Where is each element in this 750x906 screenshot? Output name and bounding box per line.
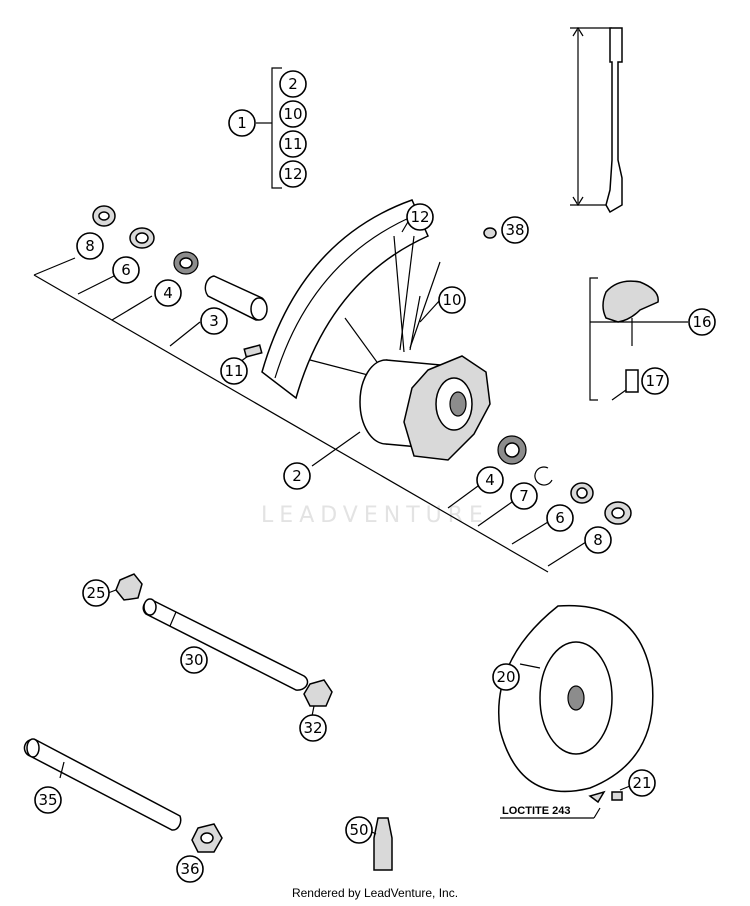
callout-4: 4 <box>154 279 182 307</box>
callout-25: 25 <box>82 579 110 607</box>
callout-20: 20 <box>492 663 520 691</box>
svg-text:25: 25 <box>86 584 105 602</box>
callout-12: 12 <box>279 160 307 188</box>
callout-2-hub: 2 <box>283 462 311 490</box>
callout-10: 10 <box>279 100 307 128</box>
svg-text:10: 10 <box>442 291 461 309</box>
callout-10-wheel: 10 <box>438 286 466 314</box>
callout-4-right: 4 <box>476 466 504 494</box>
leader-lines <box>33 214 627 573</box>
svg-text:3: 3 <box>209 312 219 330</box>
svg-text:10: 10 <box>283 105 302 123</box>
rim-lock-box <box>589 277 688 401</box>
callout-21: 21 <box>628 769 656 797</box>
callout-35: 35 <box>34 786 62 814</box>
callout-16: 16 <box>688 308 716 336</box>
axle-30-group <box>107 573 333 717</box>
callout-30: 30 <box>180 646 208 674</box>
callout-8-right: 8 <box>584 526 612 554</box>
callout-36: 36 <box>176 855 204 883</box>
svg-text:38: 38 <box>505 221 524 239</box>
svg-text:2: 2 <box>292 467 302 485</box>
loctite-label: LOCTITE 243 <box>502 805 570 817</box>
callout-50: 50 <box>345 816 373 844</box>
kit-bracket <box>256 67 282 189</box>
svg-text:8: 8 <box>593 531 603 549</box>
svg-text:11: 11 <box>224 362 243 380</box>
svg-text:36: 36 <box>180 860 199 878</box>
callout-8: 8 <box>76 232 104 260</box>
spoke-illustration <box>570 26 623 214</box>
svg-text:50: 50 <box>349 821 368 839</box>
brake-disc <box>498 604 654 819</box>
callout-11: 11 <box>279 130 307 158</box>
svg-text:6: 6 <box>121 261 131 279</box>
svg-text:30: 30 <box>184 651 203 669</box>
svg-text:16: 16 <box>692 313 711 331</box>
callout-1: 1 <box>228 109 256 137</box>
svg-text:6: 6 <box>555 509 565 527</box>
svg-text:4: 4 <box>485 471 495 489</box>
callout-6: 6 <box>112 256 140 284</box>
svg-text:35: 35 <box>38 791 57 809</box>
svg-text:4: 4 <box>163 284 173 302</box>
right-wheel-parts <box>497 435 632 525</box>
svg-text:20: 20 <box>496 668 515 686</box>
svg-text:12: 12 <box>283 165 302 183</box>
footer-credit: Rendered by LeadVenture, Inc. <box>291 886 459 900</box>
callout-3: 3 <box>200 307 228 335</box>
svg-text:32: 32 <box>303 719 322 737</box>
svg-text:21: 21 <box>632 774 651 792</box>
callout-12-wheel: 12 <box>406 203 434 231</box>
watermark: LEADVENTURE <box>261 503 489 528</box>
svg-text:17: 17 <box>645 372 664 390</box>
callout-2: 2 <box>279 70 307 98</box>
svg-text:8: 8 <box>85 237 95 255</box>
svg-text:1: 1 <box>237 114 247 132</box>
callout-38: 38 <box>501 216 529 244</box>
svg-text:2: 2 <box>288 75 298 93</box>
callout-17: 17 <box>641 367 669 395</box>
axle-35-group <box>23 738 223 853</box>
svg-text:7: 7 <box>519 487 529 505</box>
callout-6-right: 6 <box>546 504 574 532</box>
svg-text:12: 12 <box>410 208 429 226</box>
callout-32: 32 <box>299 714 327 742</box>
valve-cap <box>483 227 497 239</box>
paste-tube <box>371 817 393 871</box>
wheel-assembly <box>261 199 491 461</box>
callout-7: 7 <box>510 482 538 510</box>
left-wheel-parts <box>92 205 268 358</box>
callout-11-wheel: 11 <box>220 357 248 385</box>
svg-text:11: 11 <box>283 135 302 153</box>
